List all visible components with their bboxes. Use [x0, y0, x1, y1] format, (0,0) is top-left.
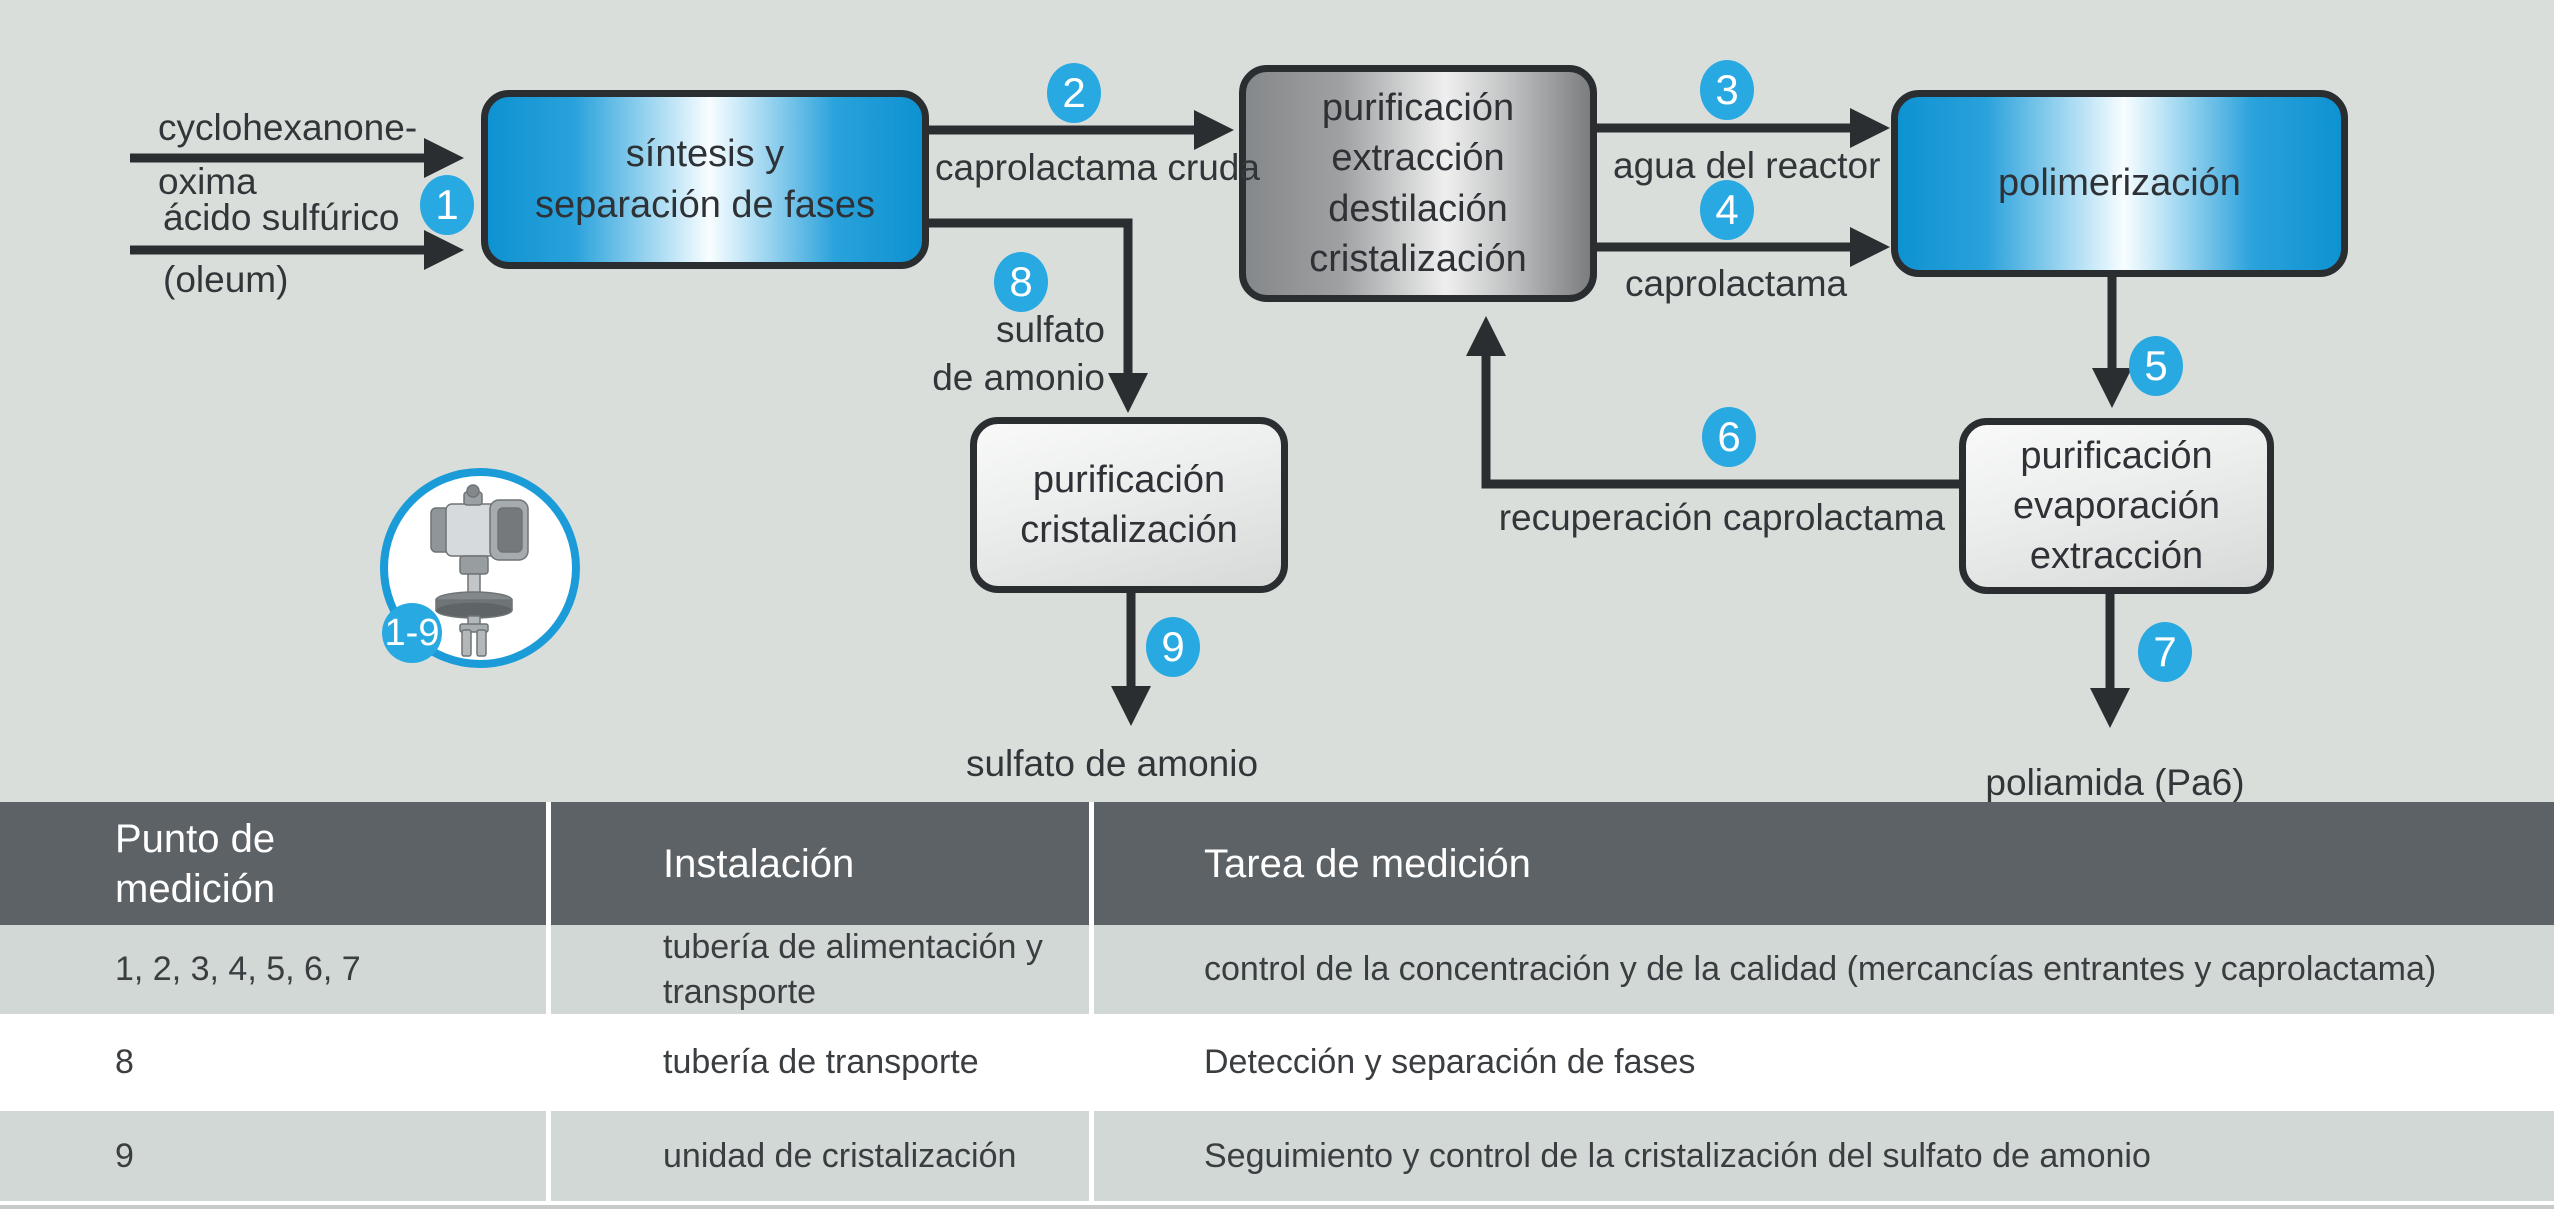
header-installation: Instalación: [551, 802, 1089, 925]
arrow-9: [1111, 593, 1151, 726]
label-crude-caprolactam: caprolactama cruda: [935, 147, 1260, 188]
flow-arrows: [130, 108, 2132, 728]
table-header-row: Punto de medición Instalación Tarea de m…: [0, 802, 2554, 925]
label-reactor-water: agua del reactor: [1613, 145, 1881, 186]
marker-8: 8: [994, 252, 1048, 312]
table-bottom-strip: [0, 1205, 2554, 1209]
marker-1: 1: [420, 175, 474, 235]
cell-point: 8: [0, 1014, 546, 1111]
input-label-cyclohexanone-oxime: cyclohexanone- oxima: [158, 107, 418, 202]
arrow-6: [1466, 316, 1959, 489]
arrow-8: [929, 218, 1148, 413]
cell-task: Seguimiento y control de la cristalizaci…: [1094, 1111, 2554, 1201]
input-label-sulfuric-acid: ácido sulfúrico (oleum): [163, 197, 400, 300]
label-ammonium-sulfate-bottom: sulfato de amonio: [965, 743, 1259, 784]
box-purification-crystallization: purificación cristalización: [970, 417, 1288, 593]
table-row: 8 tubería de transporte Detección y sepa…: [0, 1014, 2554, 1111]
instrument-icon: [430, 484, 529, 657]
marker-2: 2: [1047, 63, 1101, 123]
label-caprolactam: caprolactama: [1625, 263, 1848, 304]
cell-installation: tubería de transporte: [551, 1014, 1089, 1111]
marker-3: 3: [1700, 60, 1754, 120]
box-purification-main: purificación extracción destilación cris…: [1239, 65, 1597, 302]
cell-task: control de la concentración y de la cali…: [1094, 925, 2554, 1014]
marker-5: 5: [2129, 336, 2183, 396]
table-row: 9 unidad de cristalización Seguimiento y…: [0, 1111, 2554, 1201]
header-measuring-point: Punto de medición: [0, 802, 546, 925]
cell-installation: unidad de cristalización: [551, 1111, 1089, 1201]
label-caprolactam-recovery: recuperación caprolactama: [1498, 497, 1945, 538]
arrow-5: [2092, 277, 2132, 408]
marker-6: 6: [1702, 407, 1756, 467]
header-measuring-task: Tarea de medición: [1094, 802, 2554, 925]
arrow-4: [1597, 227, 1890, 267]
cell-point: 9: [0, 1111, 546, 1201]
arrow-7: [2090, 594, 2130, 728]
box-purification-evaporation: purificación evaporación extracción: [1959, 418, 2274, 594]
box-synthesis: síntesis y separación de fases: [481, 90, 929, 269]
arrow-input-1: [130, 138, 464, 178]
measurement-table: Punto de medición Instalación Tarea de m…: [0, 802, 2554, 1209]
marker-7: 7: [2138, 622, 2192, 682]
marker-4: 4: [1700, 180, 1754, 240]
cell-task: Detección y separación de fases: [1094, 1014, 2554, 1111]
cell-point: 1, 2, 3, 4, 5, 6, 7: [0, 925, 546, 1014]
arrow-input-2: [130, 230, 464, 270]
label-ammonium-sulfate-top: sulfato de amonio: [932, 309, 1105, 398]
arrow-3: [1597, 108, 1890, 148]
arrow-2: [929, 110, 1234, 150]
box-polymerization: polimerización: [1891, 90, 2348, 277]
cell-installation: tubería de alimentación y transporte: [551, 925, 1089, 1014]
table-row: 1, 2, 3, 4, 5, 6, 7 tubería de alimentac…: [0, 925, 2554, 1014]
label-polyamide: poliamida (Pa6): [1985, 762, 2245, 803]
marker-9: 9: [1146, 617, 1200, 677]
table-bottom-gap: [0, 1201, 2554, 1205]
instrument-range-badge: 1-9: [382, 603, 442, 663]
